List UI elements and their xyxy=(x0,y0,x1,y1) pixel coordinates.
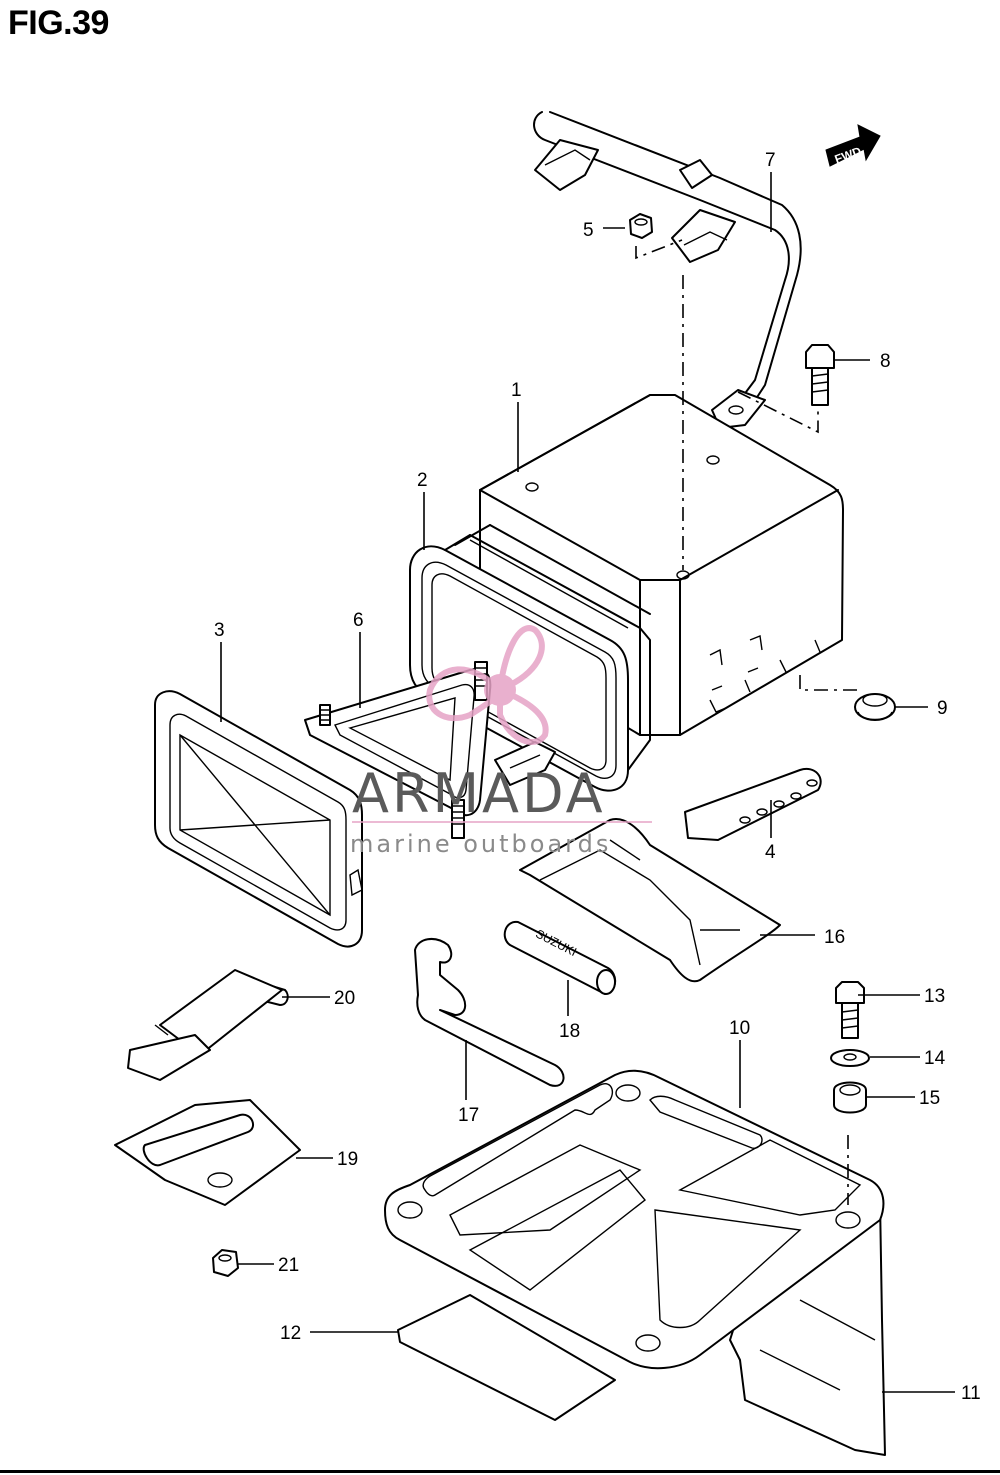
watermark-brand: ARMADA xyxy=(352,762,606,825)
part-21-nut xyxy=(212,1249,239,1277)
label-13: 13 xyxy=(924,986,945,1007)
label-11: 11 xyxy=(961,1383,981,1404)
label-6: 6 xyxy=(353,610,364,631)
part-12-pad xyxy=(397,1294,616,1421)
part-13-bolt xyxy=(835,981,865,1039)
part-8-bolt xyxy=(805,344,835,406)
label-4: 4 xyxy=(765,842,776,863)
fwd-arrow-icon: FWD xyxy=(825,124,881,167)
label-17: 17 xyxy=(458,1105,479,1126)
part-17-spanner xyxy=(414,938,565,1087)
label-16: 16 xyxy=(824,927,845,948)
label-20: 20 xyxy=(334,988,355,1009)
label-10: 10 xyxy=(729,1018,750,1039)
label-7: 7 xyxy=(765,150,776,171)
label-9: 9 xyxy=(937,698,948,719)
label-5: 5 xyxy=(583,220,594,241)
label-15: 15 xyxy=(919,1088,940,1109)
part-9-grommet xyxy=(854,693,896,721)
part-20-strap xyxy=(127,969,289,1081)
part-15-grommet xyxy=(833,1081,867,1114)
leader-lines xyxy=(220,172,955,1393)
part-16-bag xyxy=(519,818,781,983)
figure-title: FIG.39 xyxy=(8,4,109,42)
label-1: 1 xyxy=(511,380,522,401)
label-3: 3 xyxy=(214,620,225,641)
label-2: 2 xyxy=(417,470,428,491)
part-number-labels: 1 2 3 4 5 6 7 8 9 10 11 12 13 14 15 16 1… xyxy=(214,150,981,1404)
label-19: 19 xyxy=(337,1149,358,1170)
label-21: 21 xyxy=(278,1255,299,1276)
watermark: ARMADA marine outboards xyxy=(350,625,652,858)
part-18-roll: SUZUKI xyxy=(503,920,617,995)
watermark-logo xyxy=(426,625,549,746)
label-12: 12 xyxy=(280,1323,301,1344)
label-14: 14 xyxy=(924,1048,946,1069)
part-3-cover xyxy=(154,690,363,948)
label-18: 18 xyxy=(559,1021,580,1042)
assembly-center-lines xyxy=(635,239,858,1205)
part-6-frame xyxy=(304,661,556,839)
bottom-border xyxy=(0,1470,1000,1473)
part-10-base-plate xyxy=(384,1069,885,1370)
part-4-stay xyxy=(684,767,822,841)
watermark-tagline: marine outboards xyxy=(350,830,611,858)
part-7-bracket-rail xyxy=(533,111,802,429)
label-8: 8 xyxy=(880,351,891,372)
part-14-washer xyxy=(830,1049,870,1067)
part-19-buckle xyxy=(114,1099,301,1206)
part-5-nut xyxy=(629,213,653,239)
